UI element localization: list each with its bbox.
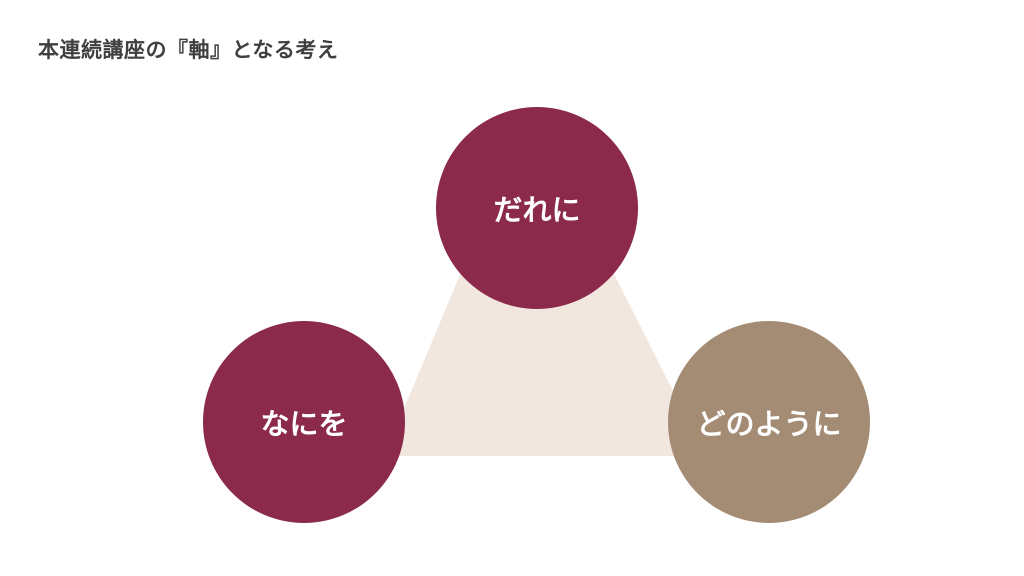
- node-how-label: どのように: [696, 407, 842, 441]
- node-who-label: だれに: [493, 193, 581, 227]
- node-who: だれに: [436, 107, 638, 309]
- node-what-label: なにを: [260, 407, 348, 441]
- node-what: なにを: [203, 321, 405, 523]
- node-how: どのように: [668, 321, 870, 523]
- connecting-triangle: [384, 270, 706, 456]
- page-title: 本連続講座の『軸』となる考え: [38, 38, 339, 62]
